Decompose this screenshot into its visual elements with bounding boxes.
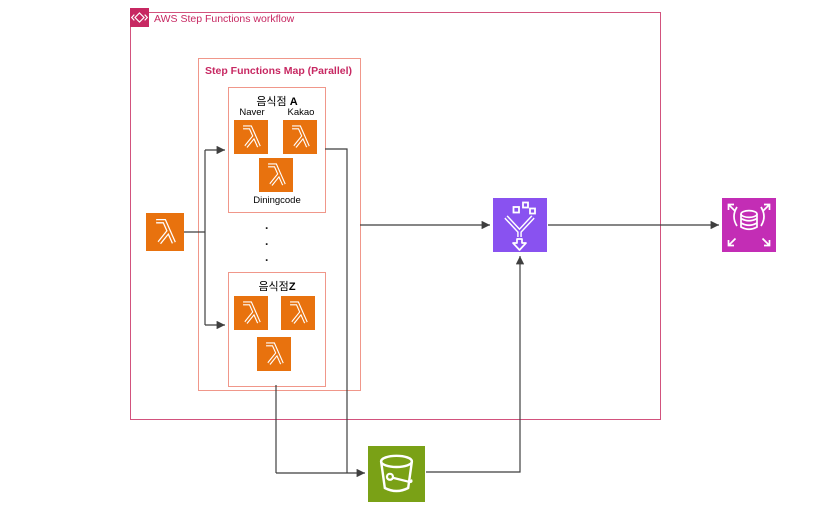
lambda-kakao-icon [283, 120, 317, 154]
restaurant-z-title: 음식점Z [229, 278, 325, 294]
restaurant-a-title: 음식점 A [229, 93, 325, 109]
restaurant-z-title-suffix: Z [288, 281, 296, 293]
s3-bucket-icon [368, 446, 425, 502]
lambda-icon [234, 296, 268, 330]
restaurant-a-title-suffix: A [289, 96, 298, 108]
lambda-icon [257, 337, 291, 371]
lambda-icon [281, 296, 315, 330]
step-functions-icon [130, 8, 149, 27]
lambda-kakao-label: Kakao [287, 107, 315, 118]
workflow-group-title: AWS Step Functions workflow [154, 13, 295, 25]
database-scaling-icon [722, 198, 776, 252]
lambda-naver-icon [234, 120, 268, 154]
restaurant-z-title-prefix: 음식점 [258, 281, 289, 293]
lambda-diningcode-label: Diningcode [253, 195, 301, 206]
lambda-naver-label: Naver [239, 107, 265, 118]
funnel-filter-icon [493, 198, 547, 252]
map-parallel-group-title: Step Functions Map (Parallel) [204, 65, 353, 77]
lambda-diningcode-icon [259, 158, 293, 192]
ellipsis-dots: · · · [265, 221, 269, 267]
workflow-group-box [130, 12, 661, 420]
restaurant-a-title-prefix: 음식점 [256, 96, 290, 108]
lambda-icon [146, 213, 184, 251]
